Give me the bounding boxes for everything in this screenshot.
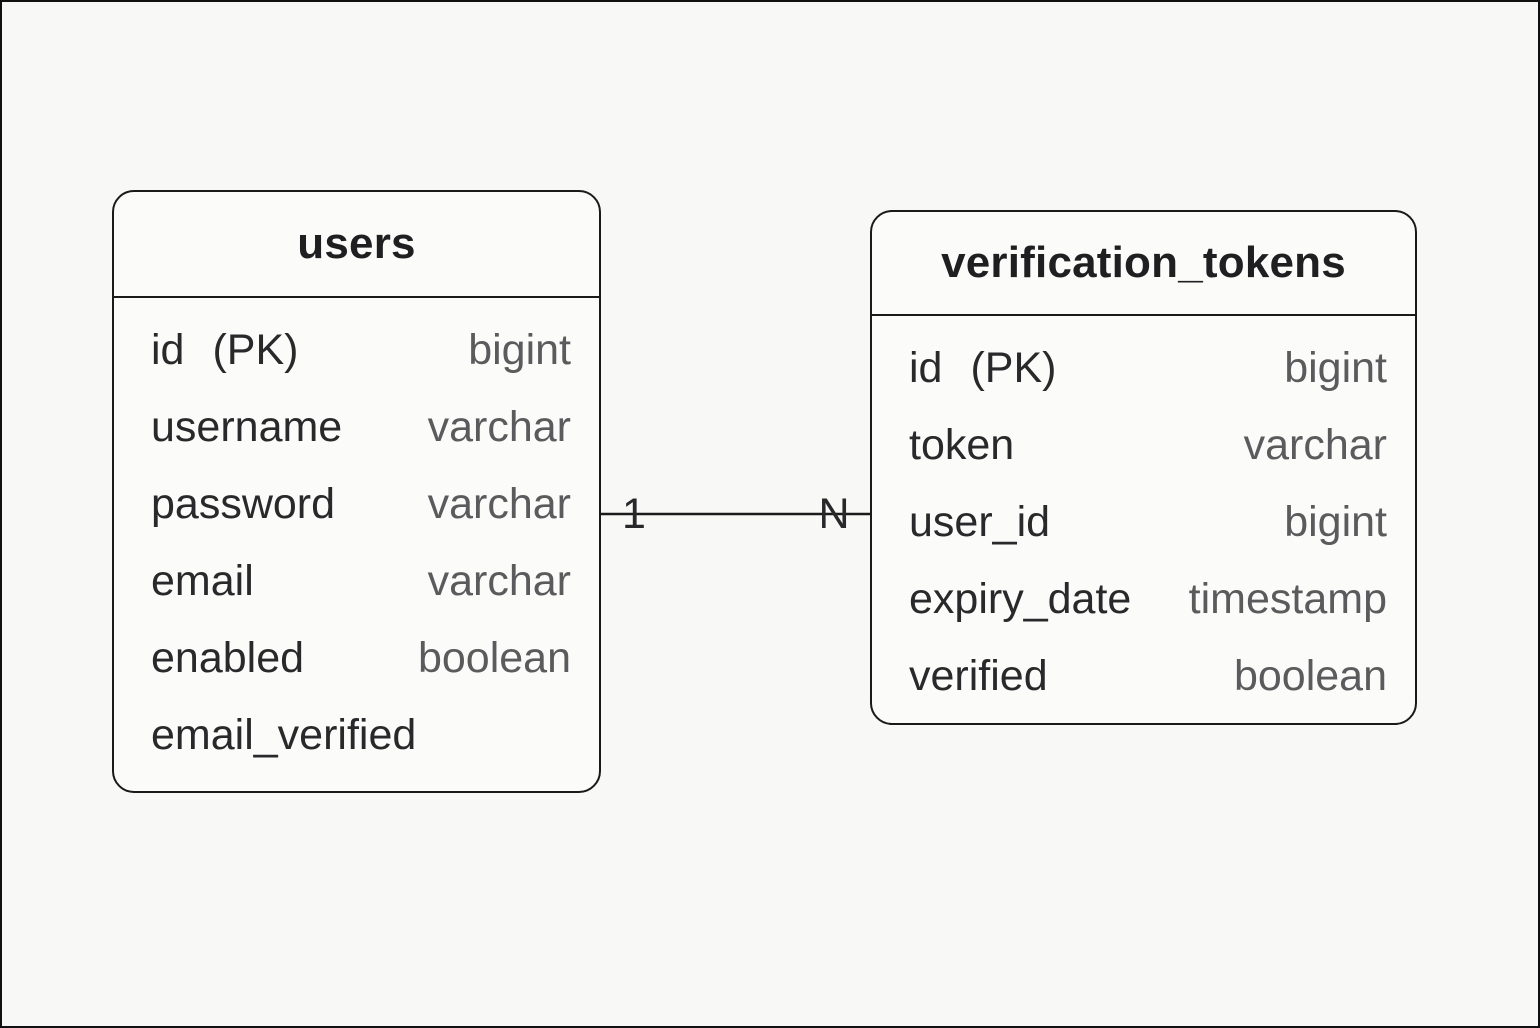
field-name-text: user_id bbox=[909, 498, 1051, 546]
field-name: id (PK) bbox=[151, 326, 298, 375]
field-type: bigint bbox=[1284, 344, 1387, 392]
field-name-text: id bbox=[151, 326, 185, 374]
field-type: timestamp bbox=[1188, 575, 1387, 623]
primary-key-label: (PK) bbox=[970, 344, 1057, 392]
field-name: token bbox=[909, 421, 1014, 470]
field-type: varchar bbox=[1243, 421, 1387, 469]
field-name: verified bbox=[909, 652, 1048, 701]
field-row-verified: verified boolean bbox=[909, 638, 1387, 715]
entity-verification-tokens-header: verification_tokens bbox=[872, 212, 1415, 316]
field-row-password: password varchar bbox=[151, 466, 571, 543]
field-name: user_id bbox=[909, 498, 1050, 547]
field-name: email bbox=[151, 557, 254, 606]
field-type: boolean bbox=[1233, 652, 1387, 700]
field-row-id: id (PK) bigint bbox=[909, 330, 1387, 407]
field-name-text: username bbox=[151, 403, 343, 451]
field-name: enabled bbox=[151, 634, 304, 683]
field-name: username bbox=[151, 403, 342, 452]
field-row-username: username varchar bbox=[151, 389, 571, 466]
field-row-token: token varchar bbox=[909, 407, 1387, 484]
field-name-text: email bbox=[151, 557, 254, 605]
field-name-text: token bbox=[909, 421, 1015, 469]
primary-key-label: (PK) bbox=[212, 326, 299, 374]
cardinality-many-label: N bbox=[818, 490, 849, 538]
field-row-email-verified: email_verified bbox=[151, 697, 571, 774]
field-name: expiry_date bbox=[909, 575, 1131, 624]
field-row-user-id: user_id bigint bbox=[909, 484, 1387, 561]
field-name: password bbox=[151, 480, 335, 529]
field-name-text: id bbox=[909, 344, 943, 392]
entity-verification-tokens-title: verification_tokens bbox=[941, 238, 1346, 287]
field-type: varchar bbox=[427, 480, 571, 528]
relationship-connector: 1 N bbox=[601, 490, 872, 538]
cardinality-one-label: 1 bbox=[622, 490, 646, 538]
field-row-id: id (PK) bigint bbox=[151, 312, 571, 389]
entity-users-fields: id (PK) bigint username varchar password … bbox=[114, 298, 599, 791]
field-type: varchar bbox=[427, 403, 571, 451]
field-name: id (PK) bbox=[909, 344, 1056, 393]
field-name-text: expiry_date bbox=[909, 575, 1132, 623]
field-name: email_verified bbox=[151, 711, 416, 760]
field-row-email: email varchar bbox=[151, 543, 571, 620]
field-row-expiry-date: expiry_date timestamp bbox=[909, 561, 1387, 638]
entity-verification-tokens-fields: id (PK) bigint token varchar user_id bigi… bbox=[872, 316, 1415, 723]
field-name-text: email_verified bbox=[151, 711, 417, 759]
entity-users-header: users bbox=[114, 192, 599, 298]
field-name-text: enabled bbox=[151, 634, 305, 682]
field-type: varchar bbox=[427, 557, 571, 605]
field-name-text: verified bbox=[909, 652, 1048, 700]
field-type: boolean bbox=[417, 634, 571, 682]
entity-users-title: users bbox=[297, 219, 416, 268]
entity-verification-tokens[interactable]: verification_tokens id (PK) bigint token … bbox=[870, 210, 1417, 725]
field-row-enabled: enabled boolean bbox=[151, 620, 571, 697]
field-name-text: password bbox=[151, 480, 336, 528]
field-type: bigint bbox=[1284, 498, 1387, 546]
entity-users[interactable]: users id (PK) bigint username varchar pas… bbox=[112, 190, 601, 793]
field-type: bigint bbox=[468, 326, 571, 374]
